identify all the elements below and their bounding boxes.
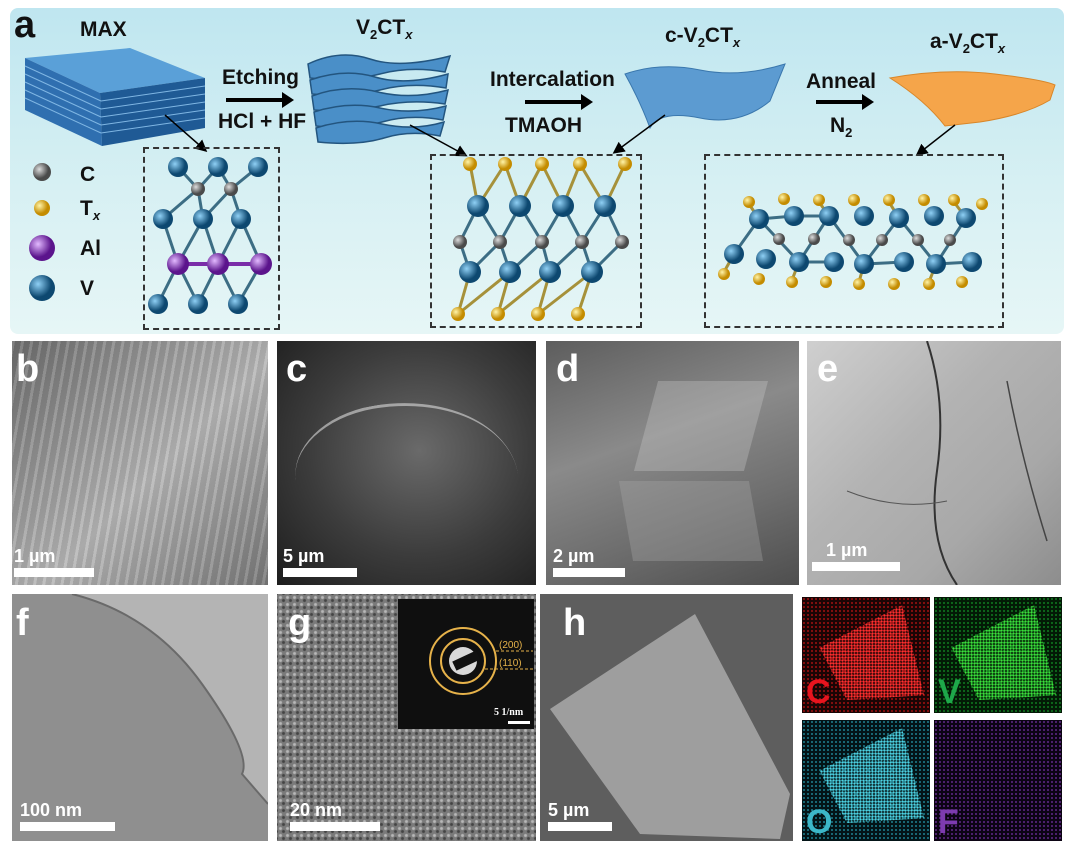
- saed-ring-200: (200): [499, 640, 523, 651]
- hrtem-image-f: [12, 594, 268, 841]
- eds-map-v: [934, 597, 1062, 713]
- max-block-illustration: [24, 48, 206, 146]
- etching-label: Etching: [222, 66, 299, 89]
- saed-scale-bar: [508, 721, 530, 724]
- scale-bar-c: 5 µm: [283, 546, 357, 577]
- sem-image-b: [12, 341, 268, 585]
- eds-letter-o: O: [806, 803, 833, 841]
- panel-c-label: c: [286, 348, 308, 390]
- legend-al: Al: [80, 237, 101, 260]
- tem-image-e: [807, 341, 1061, 585]
- sem-image-h: [540, 594, 793, 841]
- sem-image-c: [277, 341, 536, 585]
- max-structure-box: [143, 147, 280, 330]
- max-title: MAX: [80, 18, 127, 41]
- eds-letter-c: C: [806, 673, 831, 711]
- legend-c: C: [80, 163, 96, 186]
- eds-letter-f: F: [938, 803, 959, 841]
- max-crystal-structure: [148, 157, 272, 314]
- panel-f-label: f: [16, 602, 29, 644]
- atom-legend-icons: [29, 163, 55, 301]
- intercalation-label: Intercalation: [490, 68, 615, 91]
- sem-image-d: [546, 341, 799, 585]
- etching-reagent: HCl + HF: [218, 110, 307, 133]
- saed-scale: 5 1/nm: [494, 707, 524, 718]
- c-v2ctx-sheet-illustration: [624, 63, 786, 130]
- eds-map-f: [934, 720, 1062, 841]
- panel-g-label: g: [288, 602, 312, 644]
- c-v2ctx-structure-box: [430, 154, 642, 328]
- saed-ring-110: (110): [499, 658, 522, 669]
- c-v2ctx-crystal-structure: [451, 157, 632, 321]
- anneal-label: Anneal: [806, 70, 877, 93]
- anneal-arrow: [816, 94, 874, 110]
- eds-map-c: [802, 597, 930, 713]
- etching-arrow: [226, 92, 294, 108]
- a-v2ctx-title: a-V2CTx: [930, 30, 1006, 57]
- panel-b-label: b: [16, 348, 40, 390]
- eds-map-o: [802, 720, 930, 841]
- anneal-gas: N2: [830, 114, 853, 141]
- c-v2ctx-title: c-V2CTx: [665, 24, 741, 51]
- scale-bar-h: 5 µm: [548, 800, 612, 831]
- scale-bar-b: 1 µm: [14, 546, 94, 577]
- scale-bar-e: 1 µm: [812, 540, 900, 571]
- scale-bar-d: 2 µm: [553, 546, 625, 577]
- legend-tx: Tx: [80, 197, 101, 224]
- panel-a-label: a: [14, 4, 36, 46]
- saed-inset: [398, 599, 534, 729]
- a-v2ctx-crystal-structure: [718, 193, 988, 290]
- v2ctx-title: V2CTx: [356, 16, 413, 43]
- a-v2ctx-structure-box: [704, 154, 1004, 328]
- scale-bar-g: 20 nm: [290, 800, 380, 831]
- eds-letter-v: V: [938, 673, 961, 711]
- panel-h-label: h: [563, 602, 587, 644]
- intercalation-reagent: TMAOH: [505, 114, 582, 137]
- a-v2ctx-sheet-illustration: [888, 71, 1056, 127]
- scale-bar-f: 100 nm: [20, 800, 115, 831]
- legend-v: V: [80, 277, 95, 300]
- panel-e-label: e: [817, 348, 839, 390]
- v2ctx-stack-illustration: [307, 54, 452, 145]
- intercalation-arrow: [525, 94, 593, 110]
- panel-d-label: d: [556, 348, 580, 390]
